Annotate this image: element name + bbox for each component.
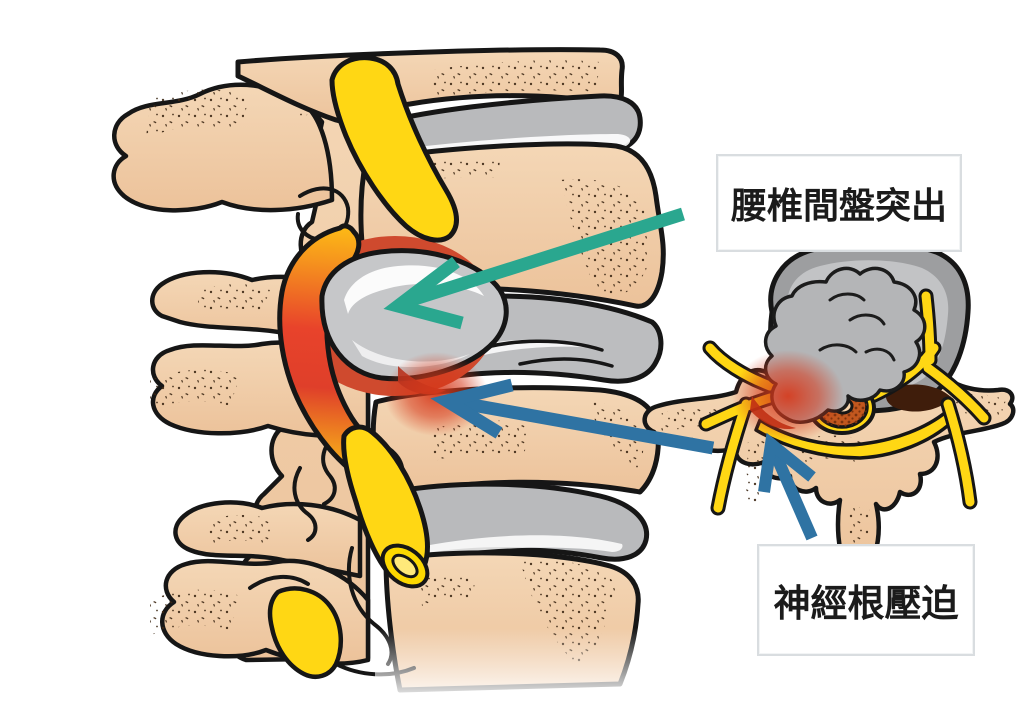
- nerve-arrow-blue-main: [430, 378, 715, 455]
- nerve-root-bottom: [267, 586, 344, 679]
- nerve-root-cut-end: [380, 543, 430, 589]
- nerve-root-upper: [329, 55, 459, 243]
- disc-bulge-highlight: [344, 265, 484, 314]
- blue-arrow-shaft: [448, 394, 715, 455]
- blue-arrow2-head: [758, 432, 816, 493]
- axial-nucleus-squiggles: [818, 292, 896, 362]
- nerve-root-label-box: 神經根壓迫: [757, 544, 975, 656]
- herniation-arrow-teal: [383, 207, 685, 330]
- bottom-fade: [375, 628, 675, 718]
- blue-arrow2-shaft: [765, 441, 818, 541]
- teal-arrow-head: [383, 256, 464, 330]
- posterior-speckles: [146, 75, 352, 636]
- teal-arrow-shaft: [403, 207, 685, 309]
- vertebra-cross-section-illustration: [642, 240, 1016, 582]
- annotation-arrows: [383, 207, 818, 541]
- herniation-label-box: 腰椎間盤突出: [716, 154, 962, 252]
- spine-side-view-illustration: [111, 47, 675, 718]
- herniation-label-text: 腰椎間盤突出: [730, 185, 947, 226]
- blue-arrow-head: [430, 378, 514, 439]
- nerve-arrow-blue-cross-section: [758, 432, 818, 541]
- canal-dark-crescent: [885, 384, 952, 412]
- nerve-root-label-text: 神經根壓迫: [773, 583, 959, 624]
- axial-deep-red-crescent: [750, 396, 796, 430]
- side-view-nerve-roots: [248, 55, 459, 679]
- disc-bulge-lower-highlight: [352, 340, 470, 368]
